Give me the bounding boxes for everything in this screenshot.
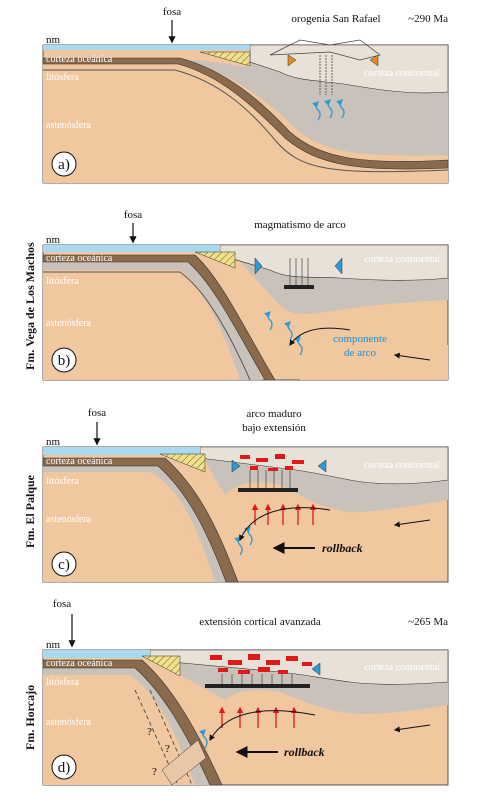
lithosphere-label: litósfera <box>46 276 79 287</box>
panel-letter: b) <box>58 353 71 369</box>
rollback-label: rollback <box>322 541 363 555</box>
oceanic-crust <box>42 57 449 170</box>
panel-title: arco maduro <box>246 408 302 420</box>
asthenosphere-label: astenósfera <box>46 514 92 525</box>
continental-crust-label: corteza continental <box>364 662 440 673</box>
sea <box>43 45 250 50</box>
oceanic-crust-label: corteza oceánica <box>46 658 113 669</box>
sea-level-label: nm <box>46 639 61 651</box>
trench-label: fosa <box>53 598 71 610</box>
formation-label: Fm. El Palque <box>23 474 37 548</box>
panel-title: orogenia San Rafael <box>291 13 380 25</box>
arc-component-label: componente <box>333 333 387 345</box>
rollback-label: rollback <box>284 745 325 759</box>
oceanic-crust-label: corteza oceánica <box>46 456 113 467</box>
panel-a: fosa orogenia San Rafael ~290 Ma nm cort… <box>42 6 449 184</box>
age-label: ~265 Ma <box>408 616 448 628</box>
lithosphere <box>43 60 448 156</box>
asthenosphere-label: astenósfera <box>46 717 92 728</box>
lithosphere-label: litósfera <box>46 677 79 688</box>
panel-letter: d) <box>58 760 71 776</box>
oceanic-crust-label: corteza oceánica <box>46 253 113 264</box>
arc-component-label-2: de arco <box>344 347 377 359</box>
formation-label: Fm. Vega de Los Machos <box>23 242 37 370</box>
panel-letter-circle <box>51 151 77 177</box>
panel-c: fosa arco maduro bajo extensión nm corte… <box>23 407 449 583</box>
panel-title: extensión cortical avanzada <box>199 616 321 628</box>
lithosphere-label: litósfera <box>46 72 79 83</box>
panel-letter: c) <box>58 557 70 573</box>
sea-level-label: nm <box>46 234 61 246</box>
continental-crust-label: corteza continental <box>364 254 440 265</box>
panel-title-2: bajo extensión <box>242 422 306 434</box>
sea-level-label: nm <box>46 34 61 46</box>
continental-crust-label: corteza continental <box>364 460 440 471</box>
age-label: ~290 Ma <box>408 13 448 25</box>
formation-label: Fm. Horcajo <box>23 685 37 750</box>
panel-b: fosa magmatismo de arco nm corteza oceán… <box>23 209 449 381</box>
panel-letter: a) <box>58 157 70 173</box>
continental-crust <box>249 44 449 94</box>
unknown-mark: ? <box>147 726 152 738</box>
unknown-mark: ? <box>165 743 170 755</box>
panel-d: fosa extensión cortical avanzada ~265 Ma… <box>23 598 449 786</box>
unknown-mark: ? <box>152 766 157 778</box>
asthenosphere-label: astenósfera <box>46 318 92 329</box>
asthenosphere-label: astenósfera <box>46 120 92 131</box>
trench-label: fosa <box>88 407 106 419</box>
trench-label: fosa <box>124 209 142 221</box>
sea-level-label: nm <box>46 436 61 448</box>
continental-crust-label: corteza continental <box>364 68 440 79</box>
oceanic-crust-label: corteza oceánica <box>46 54 113 65</box>
panel-title: magmatismo de arco <box>254 219 346 231</box>
trench-label: fosa <box>163 6 181 18</box>
lithosphere-label: litósfera <box>46 476 79 487</box>
